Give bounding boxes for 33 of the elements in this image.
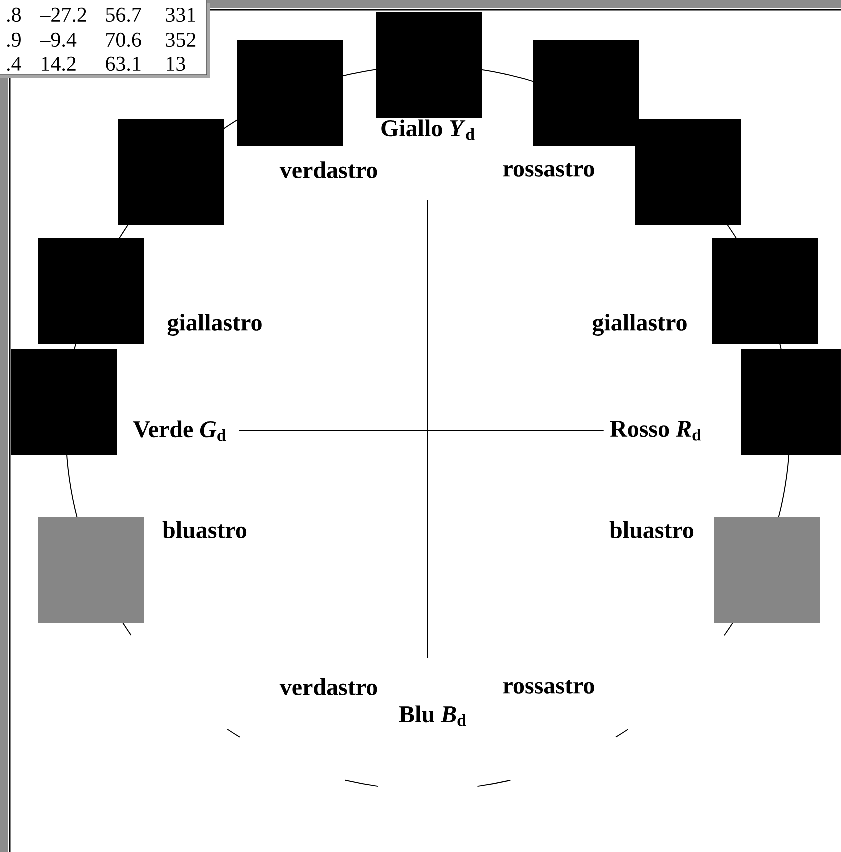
axis-label: Blu B$_{d}$	[399, 706, 466, 726]
table-cell: 63.1	[106, 56, 141, 72]
color-square	[118, 119, 224, 226]
table-cell: .8	[7, 8, 21, 22]
color-square	[712, 238, 818, 344]
table-cell: –27.2	[40, 8, 86, 22]
color-square	[714, 517, 820, 624]
axis-label: Giallo Y$_{d}$	[382, 120, 475, 140]
color-square	[11, 349, 118, 456]
hue-label: rossastro	[503, 163, 594, 177]
table-cell: .4	[7, 56, 22, 72]
hue-label: giallastro	[168, 314, 262, 336]
hue-label: verdastro	[280, 162, 378, 178]
color-square	[38, 517, 144, 624]
hue-label: rossastro	[503, 680, 594, 694]
table-cell: 331	[166, 8, 196, 22]
table-cell: .9	[7, 32, 21, 48]
table-cell: 13	[167, 56, 186, 72]
color-square	[237, 40, 344, 146]
axis-label: Verde G$_{d}$	[133, 420, 226, 442]
table-cell: –9.4	[40, 32, 77, 48]
table-cell: 70.6	[106, 32, 142, 48]
color-square	[38, 238, 144, 344]
hue-label: giallastro	[592, 314, 687, 336]
table-cell: 56.7	[106, 8, 142, 22]
color-square	[376, 12, 482, 118]
axis-label: Rosso R$_{d}$	[610, 421, 702, 441]
table-cell: 14.2	[42, 56, 76, 72]
hue-label: verdastro	[280, 678, 378, 696]
axis-line	[238, 430, 604, 432]
color-square	[533, 40, 640, 146]
table-cell: 352	[166, 32, 196, 48]
color-square	[635, 119, 742, 226]
